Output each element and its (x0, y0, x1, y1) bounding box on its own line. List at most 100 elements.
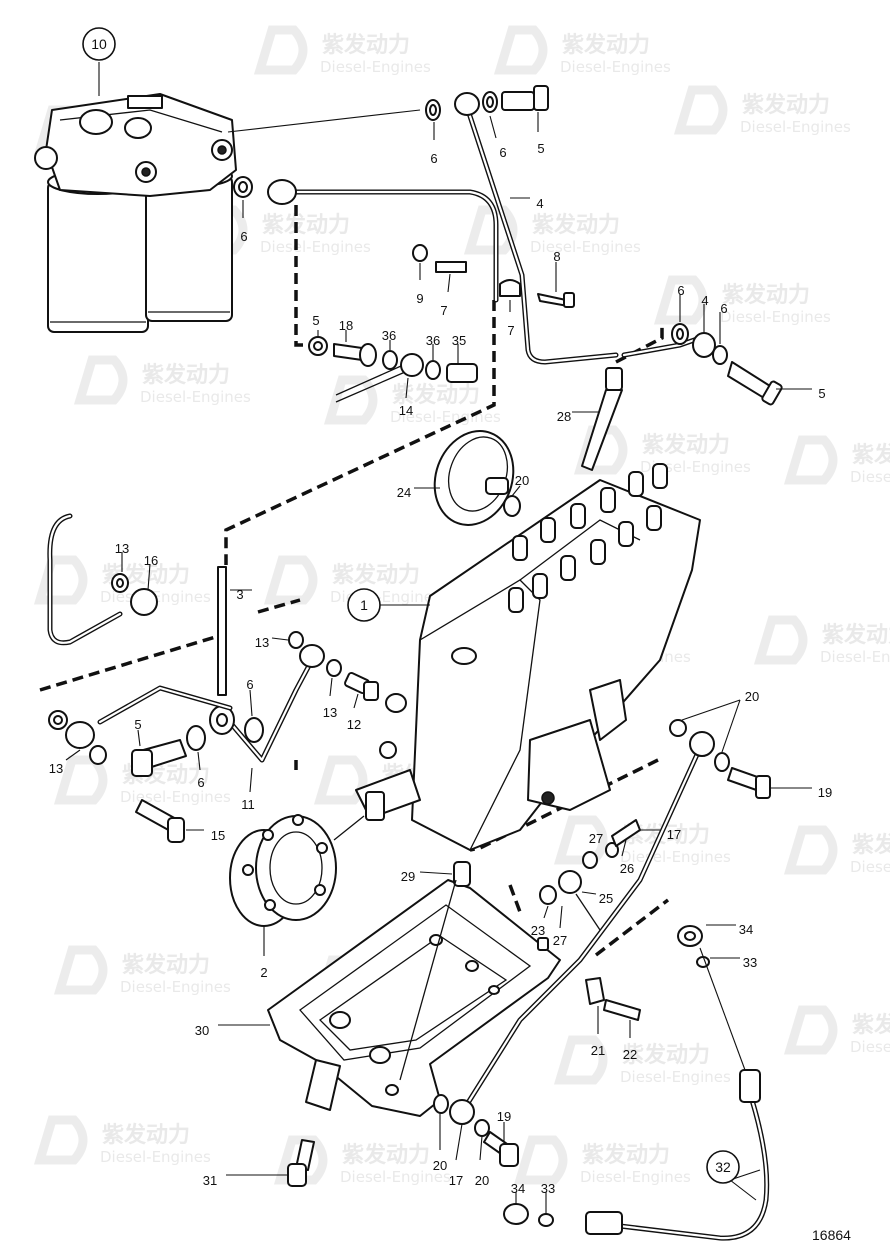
callout-2: 2 (260, 965, 267, 980)
long-bolt-28 (581, 367, 623, 471)
watermark-text: 紫发动力 (742, 92, 830, 118)
watermark-subtext: Diesel-Engines (740, 118, 851, 136)
fuel-hose-32 (503, 925, 770, 1241)
watermark-subtext: Diesel-Engines (530, 238, 641, 256)
watermark-text: 紫发动力 (142, 362, 230, 388)
callout-6: 6 (499, 145, 506, 160)
watermark-subtext: Diesel-Engines (850, 1038, 890, 1056)
watermark-subtext: Diesel-Engines (850, 468, 890, 486)
fuel-filter-assembly (34, 93, 237, 333)
watermark-text: 紫发动力 (622, 1042, 710, 1068)
callout-17: 17 (667, 827, 681, 842)
callout-19: 19 (497, 1109, 511, 1124)
drive-coupling-2 (229, 814, 365, 927)
watermark-logo (313, 755, 368, 805)
watermark-text: 紫发动力 (642, 432, 730, 458)
delivery-valve-holder (570, 503, 586, 529)
callout-5: 5 (312, 313, 319, 328)
pipe-clamp-group (412, 244, 575, 308)
callout-36: 36 (382, 328, 396, 343)
callout-7: 7 (440, 303, 447, 318)
delivery-valve-holder (532, 573, 548, 599)
watermark-subtext: Diesel-Engines (100, 1148, 211, 1166)
watermark-logo (573, 425, 628, 475)
callout-15: 15 (211, 828, 225, 843)
callout-6: 6 (240, 229, 247, 244)
callout-5: 5 (537, 141, 544, 156)
callout-7: 7 (507, 323, 514, 338)
callout-34: 34 (511, 1181, 525, 1196)
callout-9: 9 (416, 291, 423, 306)
delivery-valve-holder (590, 539, 606, 565)
callout-27: 27 (553, 933, 567, 948)
pump-bracket-30 (267, 879, 561, 1117)
watermark-logo (53, 945, 108, 995)
callout-13: 13 (323, 705, 337, 720)
watermark-subtext: Diesel-Engines (120, 788, 231, 806)
watermark-subtext: Diesel-Engines (330, 588, 441, 606)
callout-19: 19 (818, 785, 832, 800)
watermark-logo (53, 755, 108, 805)
watermark-logo (73, 355, 128, 405)
pipe-16 (47, 513, 158, 646)
callout-4: 4 (701, 293, 708, 308)
sleeve-29 (399, 861, 471, 1081)
callout-31: 31 (203, 1173, 217, 1188)
delivery-valve-holder (540, 517, 556, 543)
watermark-logo (673, 85, 728, 135)
callout-25: 25 (599, 891, 613, 906)
watermark-text: 紫发动力 (582, 1142, 670, 1168)
watermark-subtext: Diesel-Engines (720, 308, 831, 326)
watermark-text: 紫发动力 (852, 442, 890, 468)
delivery-valve-holder (652, 463, 668, 489)
pipe-3 (209, 566, 379, 763)
callout-20: 20 (475, 1173, 489, 1188)
callout-22: 22 (623, 1047, 637, 1062)
delivery-valve-holder (618, 521, 634, 547)
pipe-11 (48, 685, 233, 777)
callout-27: 27 (589, 831, 603, 846)
watermark-logo (513, 1135, 568, 1185)
callout-24: 24 (397, 485, 411, 500)
callout-23: 23 (531, 923, 545, 938)
callout-circle (82, 27, 116, 61)
callout-circle (347, 588, 381, 622)
callout-6: 6 (197, 775, 204, 790)
delivery-valve-holder (512, 535, 528, 561)
leader-lines (65, 62, 812, 1214)
pipe-17 (433, 719, 771, 1167)
watermark-logo (783, 825, 838, 875)
watermark-subtext: Diesel-Engines (820, 648, 890, 666)
callout-26: 26 (620, 861, 634, 876)
watermark-text: 紫发动力 (722, 282, 810, 308)
delivery-valve-holder (560, 555, 576, 581)
watermark-subtext: Diesel-Engines (580, 1168, 691, 1186)
watermark-logo (263, 555, 318, 605)
callout-3: 3 (236, 587, 243, 602)
watermark-subtext: Diesel-Engines (340, 1168, 451, 1186)
callout-10: 10 (91, 36, 107, 52)
watermark-logo (653, 275, 708, 325)
callout-5: 5 (818, 386, 825, 401)
callout-4: 4 (536, 196, 543, 211)
watermark-text: 紫发动力 (852, 1012, 890, 1038)
watermark-text: 紫发动力 (532, 212, 620, 238)
watermark-subtext: Diesel-Engines (390, 408, 501, 426)
watermark-text: 紫发动力 (332, 562, 420, 588)
watermark-logo (553, 1035, 608, 1085)
callout-12: 12 (347, 717, 361, 732)
watermark-text: 紫发动力 (122, 952, 210, 978)
watermark-text: 紫发动力 (852, 832, 890, 858)
watermark-subtext: Diesel-Engines (140, 388, 251, 406)
delivery-valve-holder (600, 487, 616, 513)
watermark-logo (493, 25, 548, 75)
callout-13: 13 (255, 635, 269, 650)
callout-20: 20 (515, 473, 529, 488)
banjo-fittings-top (233, 85, 783, 406)
watermark-subtext: Diesel-Engines (320, 58, 431, 76)
watermark-logo (253, 25, 308, 75)
callout-33: 33 (743, 955, 757, 970)
callout-8: 8 (553, 249, 560, 264)
bolt-15 (135, 799, 185, 843)
